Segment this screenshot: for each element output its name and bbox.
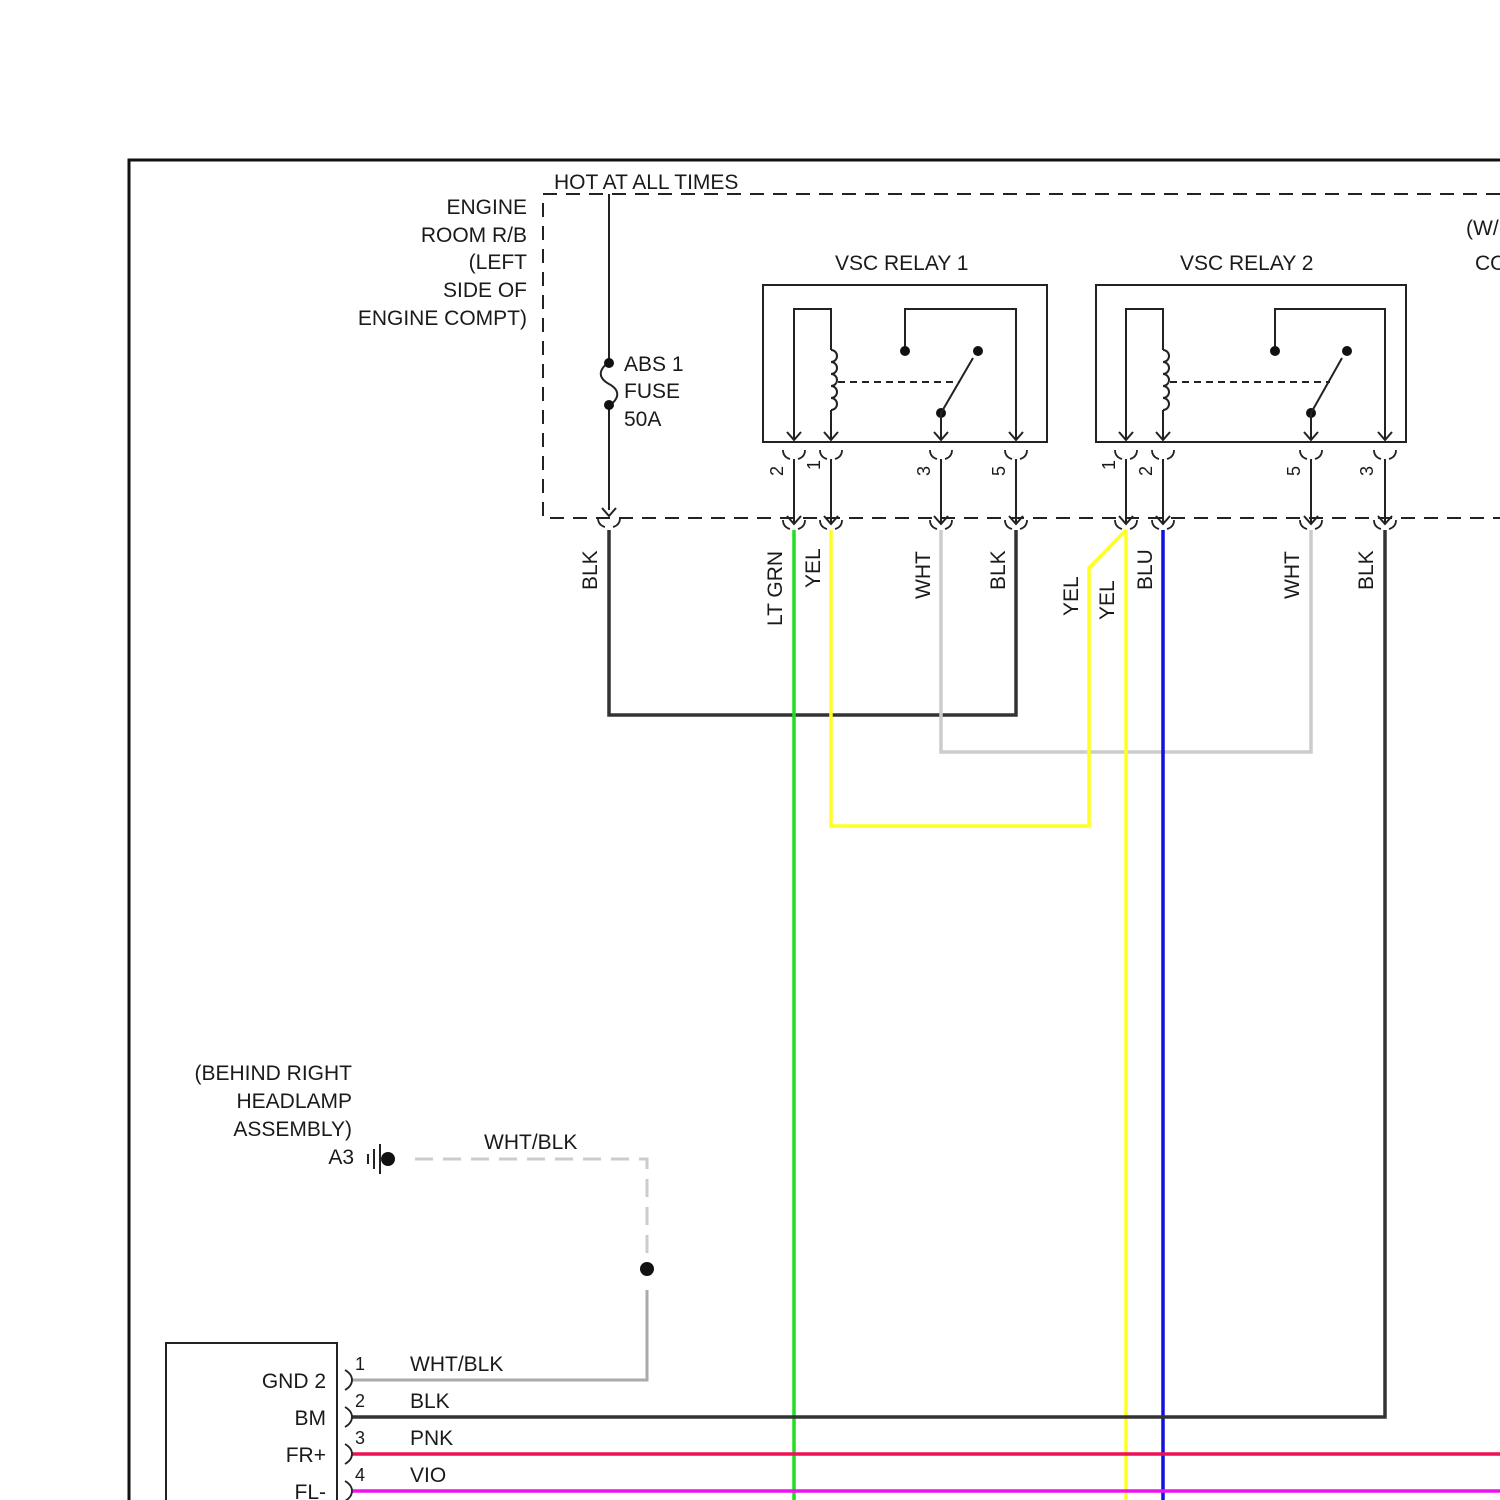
module-pin-wire-label: VIO — [410, 1464, 446, 1487]
wire-blk-relay2-to-bm — [352, 530, 1385, 1417]
connector-fork-icon — [1152, 450, 1174, 459]
right-edge-label: (W/ — [1466, 217, 1499, 240]
connector-fork-icon — [1374, 450, 1396, 459]
module-pin-name: FR+ — [286, 1444, 326, 1467]
wire-label: WHT — [912, 551, 935, 599]
connector-fork-icon — [930, 450, 952, 459]
ground-location-label: (BEHIND RIGHT HEADLAMP ASSEMBLY) A3 — [195, 1062, 355, 1169]
module-pin-fork-icon — [345, 1481, 352, 1500]
engine-room-rb-label: ENGINE ROOM R/B (LEFT SIDE OF ENGINE COM… — [358, 196, 527, 330]
relay2-pin-numbers: 1 2 5 3 — [1099, 460, 1377, 476]
ground-location-line: (BEHIND RIGHT — [195, 1062, 353, 1085]
connector-fork-icon — [598, 518, 620, 527]
connector-fork-icon — [820, 450, 842, 459]
module-pin-number: 1 — [355, 1354, 365, 1374]
vsc-relay-1-title: VSC RELAY 1 — [835, 252, 968, 275]
engine-room-rb-line: ENGINE — [446, 196, 527, 219]
vsc-relay-2 — [1096, 285, 1406, 442]
relay-pin-leads — [598, 432, 1396, 529]
relay1-pin-numbers: 2 1 3 5 — [767, 460, 1009, 476]
wire-label: LT GRN — [764, 551, 787, 626]
wire-label: BLU — [1134, 549, 1157, 590]
relay1-pin-number: 1 — [804, 460, 824, 470]
module-pin-name: GND 2 — [262, 1370, 326, 1393]
connector-fork-icon — [783, 450, 805, 459]
wire-wht-blk-ground-dashed — [415, 1159, 647, 1255]
ground-location-line: ASSEMBLY) — [233, 1118, 352, 1141]
relay2-pin-number: 5 — [1284, 466, 1304, 476]
abs1-fuse — [601, 194, 618, 510]
wire-label: YEL — [1096, 580, 1119, 620]
relay2-pin-number: 2 — [1136, 466, 1156, 476]
module-pin-name: BM — [295, 1407, 327, 1430]
module-pin-number: 4 — [355, 1465, 365, 1485]
ground-wire-label: WHT/BLK — [484, 1131, 577, 1154]
engine-room-rb-line: ROOM R/B — [421, 224, 527, 247]
vsc-relay-2-title: VSC RELAY 2 — [1180, 252, 1313, 275]
connector-fork-icon — [1300, 450, 1322, 459]
vsc-relay-1 — [763, 285, 1047, 442]
module-pin-name: FL- — [295, 1481, 327, 1500]
fuse-label: 50A — [624, 408, 661, 431]
relay1-pin-number: 5 — [989, 466, 1009, 476]
connector-fork-icon — [1005, 450, 1027, 459]
relay1-pin-number: 3 — [914, 466, 934, 476]
ground-symbol-icon — [368, 1144, 395, 1174]
hot-at-all-times-label: HOT AT ALL TIMES — [554, 171, 738, 194]
splice-point — [640, 1262, 654, 1276]
fuse-label: FUSE — [624, 380, 680, 403]
wire-color-labels: BLK LT GRN YEL WHT BLK YEL YEL BLU WHT B… — [579, 548, 1378, 626]
wire-yel-relay-crossover — [831, 530, 1126, 826]
module-pin-fork-icon — [345, 1370, 352, 1390]
diagram-frame — [129, 160, 1500, 1500]
engine-room-rb-line: (LEFT — [469, 251, 528, 274]
fuse-label: ABS 1 — [624, 353, 684, 376]
right-edge-label: CO — [1475, 252, 1500, 275]
relay2-pin-number: 1 — [1099, 460, 1119, 470]
module-pin-wire-label: BLK — [410, 1390, 450, 1413]
wire-label: BLK — [579, 550, 602, 590]
wire-label: YEL — [802, 548, 825, 588]
relay1-pin-number: 2 — [767, 466, 787, 476]
ground-id: A3 — [328, 1146, 354, 1169]
wire-label: YEL — [1060, 576, 1083, 616]
module-pin-number: 2 — [355, 1391, 365, 1411]
module-pin-fork-icon — [345, 1407, 352, 1427]
connector-fork-icon — [1115, 450, 1137, 459]
module-pin-number: 3 — [355, 1428, 365, 1448]
engine-room-rb-line: ENGINE COMPT) — [358, 307, 527, 330]
ground-location-line: HEADLAMP — [236, 1090, 352, 1113]
wire-label: WHT — [1281, 551, 1304, 599]
module-pin-fork-icon — [345, 1444, 352, 1464]
module-pin-wire-label: PNK — [410, 1427, 453, 1450]
wire-label: BLK — [1355, 550, 1378, 590]
relay2-pin-number: 3 — [1357, 466, 1377, 476]
wire-label: BLK — [987, 550, 1010, 590]
engine-room-rb-line: SIDE OF — [443, 279, 527, 302]
module-pin-wire-label: WHT/BLK — [410, 1353, 503, 1376]
module-pins: GND 2 1 WHT/BLK BM 2 BLK FR+ 3 PNK FL- 4 VIO — [262, 1353, 504, 1500]
